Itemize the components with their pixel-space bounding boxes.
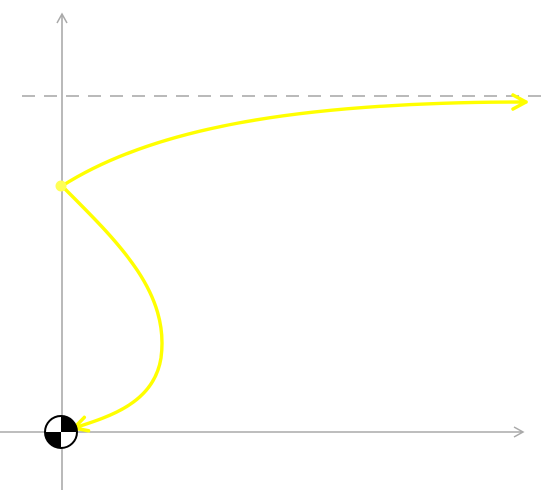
branch-point	[55, 180, 67, 192]
center-of-mass-icon	[44, 415, 78, 449]
upper-trajectory-curve	[60, 93, 528, 188]
lower-trajectory-curve	[60, 184, 164, 433]
